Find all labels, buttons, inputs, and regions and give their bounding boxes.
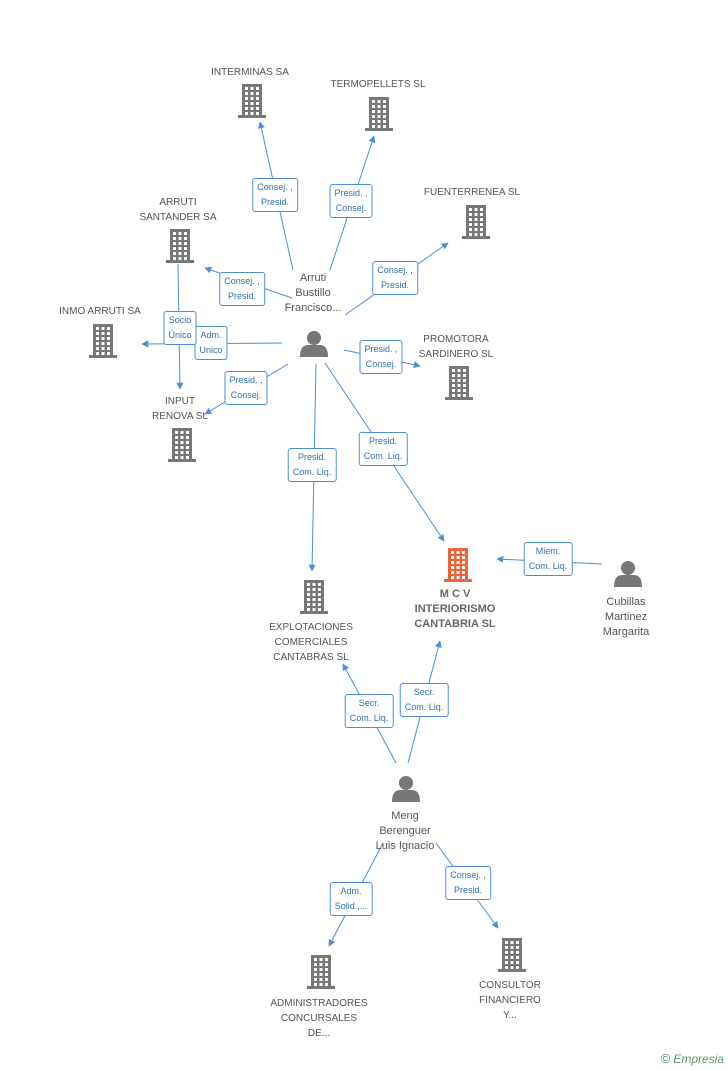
building-icon-consultor[interactable] xyxy=(498,938,526,972)
relation-label-meng-administradores[interactable]: Adm. Solid.,... xyxy=(329,882,373,916)
edges-layer xyxy=(141,121,603,947)
relation-label-arruti-input_renova[interactable]: Presid. , Consej. xyxy=(224,371,268,405)
building-icon-interminas[interactable] xyxy=(238,84,266,118)
building-icon-explotaciones[interactable] xyxy=(300,580,328,614)
building-icon-termopellets[interactable] xyxy=(365,97,393,131)
relation-label-cubillas-mcv[interactable]: Miem. Com. Liq. xyxy=(523,542,573,576)
building-icon-fuenterrenea[interactable] xyxy=(462,205,490,239)
person-label-cubillas[interactable]: Cubillas Martinez Margarita xyxy=(602,596,650,638)
company-label-mcv[interactable]: M C V INTERIORISMO CANTABRIA SL xyxy=(414,588,496,630)
company-label-inmo_arruti[interactable]: INMO ARRUTI SA xyxy=(59,306,141,317)
person-icon-arruti[interactable] xyxy=(300,331,328,357)
company-label-input_renova[interactable]: INPUT RENOVA SL xyxy=(152,396,208,422)
building-icon-inmo_arruti[interactable] xyxy=(89,324,117,358)
relation-label-arruti_santander-input_renova[interactable]: Socio Único xyxy=(163,311,197,345)
relation-label-meng-mcv[interactable]: Secr. Com. Liq. xyxy=(399,683,449,717)
building-icon-arruti_santander[interactable] xyxy=(166,229,194,263)
relation-label-arruti-mcv[interactable]: Presid. Com. Liq. xyxy=(358,432,408,466)
company-label-promotora[interactable]: PROMOTORA SARDINERO SL xyxy=(418,334,494,360)
building-icon-input_renova[interactable] xyxy=(168,428,196,462)
company-label-fuenterrenea[interactable]: FUENTERRENEA SL xyxy=(423,187,521,198)
relation-label-meng-explotaciones[interactable]: Secr. Com. Liq. xyxy=(344,694,394,728)
building-icon-mcv[interactable] xyxy=(444,548,472,582)
company-label-consultor[interactable]: CONSULTOR FINANCIERO Y... xyxy=(479,980,541,1021)
relation-label-arruti-termopellets[interactable]: Presid. , Consej. xyxy=(329,184,373,218)
relation-label-arruti-fuenterrenea[interactable]: Consej. , Presid. xyxy=(372,261,418,295)
building-icon-administradores[interactable] xyxy=(307,955,335,989)
relation-label-meng-consultor[interactable]: Consej. , Presid. xyxy=(445,866,491,900)
relation-label-arruti-explotaciones[interactable]: Presid. Com. Liq. xyxy=(287,448,337,482)
person-label-arruti[interactable]: Arruti Bustillo Francisco... xyxy=(284,272,342,314)
building-icon-promotora[interactable] xyxy=(445,366,473,400)
person-label-meng[interactable]: Meng Berenguer Luis Ignacio xyxy=(375,810,435,852)
company-label-arruti_santander[interactable]: ARRUTI SANTANDER SA xyxy=(139,197,217,223)
relation-label-arruti-interminas[interactable]: Consej. , Presid. xyxy=(252,178,298,212)
relation-label-arruti-arruti_santander[interactable]: Consej. , Presid. xyxy=(219,272,265,306)
company-label-termopellets[interactable]: TERMOPELLETS SL xyxy=(330,79,426,90)
company-label-interminas[interactable]: INTERMINAS SA xyxy=(211,67,289,78)
person-icon-cubillas[interactable] xyxy=(614,561,642,587)
relation-label-arruti-promotora[interactable]: Presid. , Consej. xyxy=(359,340,403,374)
company-label-explotaciones[interactable]: EXPLOTACIONES COMERCIALES CANTABRAS SL xyxy=(269,622,353,663)
company-label-administradores[interactable]: ADMINISTRADORES CONCURSALES DE... xyxy=(270,998,368,1039)
person-icon-meng[interactable] xyxy=(392,776,420,802)
brand-name: Empresia xyxy=(673,1052,724,1066)
relation-label-arruti-inmo_arruti[interactable]: Adm. Unico xyxy=(194,326,228,360)
brand-watermark: ©Empresia xyxy=(661,1051,724,1066)
copyright-icon: © xyxy=(660,1051,671,1066)
